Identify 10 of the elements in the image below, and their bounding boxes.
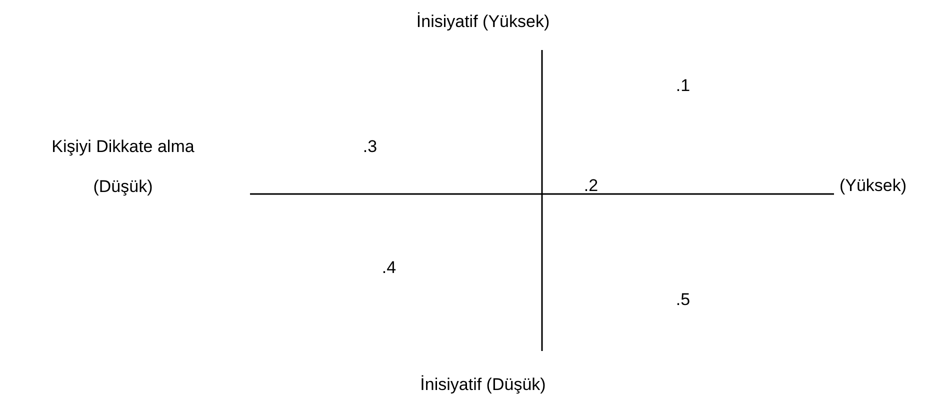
axis-label: İnisiyatif (Yüksek) <box>416 12 550 32</box>
point-label: .4 <box>382 258 396 278</box>
point-label: .1 <box>676 76 690 96</box>
axis-label: İnisiyatif (Düşük) <box>420 375 546 395</box>
axis-label: (Yüksek) <box>839 176 907 196</box>
axis-label: Kişiyi Dikkate alma <box>52 137 194 157</box>
point-label: .2 <box>584 176 598 196</box>
point-label: .3 <box>362 137 378 157</box>
point-label: .5 <box>676 290 690 310</box>
axis-label: (Düşük) <box>93 177 153 197</box>
